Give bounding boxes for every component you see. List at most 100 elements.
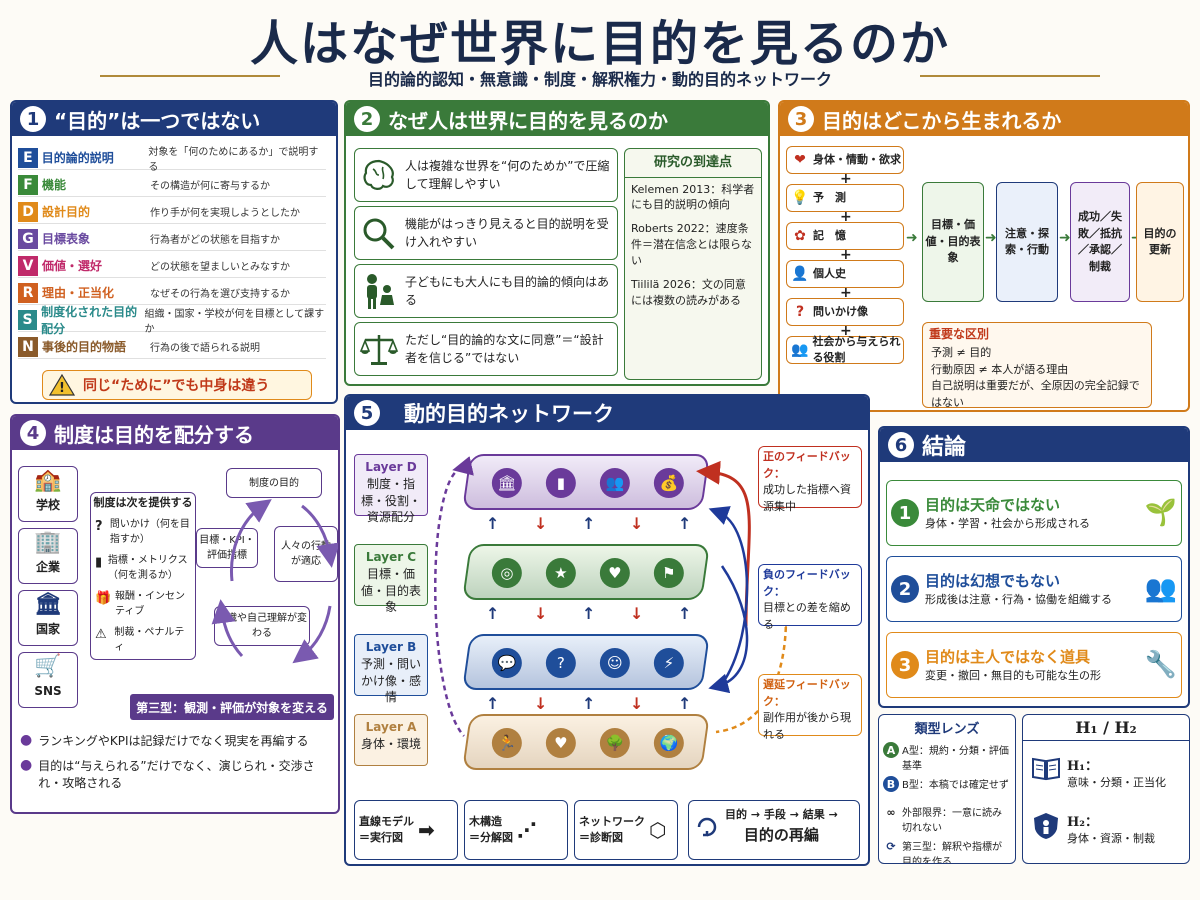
important-distinction-box: 重要な区別 予測 ≠ 目的行動原因 ≠ 本人が語る理由自己説明は重要だが、全原因… xyxy=(922,322,1152,409)
people-icon: 👥 xyxy=(1144,573,1177,604)
panel-3-header: 3 目的はどこから生まれるか xyxy=(780,102,1188,136)
origin-source: ✿記 憶 xyxy=(786,222,904,250)
panel-3-number: 3 xyxy=(788,106,814,132)
institution-bullet: ●ランキングやKPIは記録だけでなく現実を再編する xyxy=(20,732,336,749)
reason-text: ただし“目的論的な文に同意”＝“設計者を信じる”ではない xyxy=(405,333,604,365)
institution-bullet: ●目的は“与えられる”だけでなく、演じられ・交渉され・攻略される xyxy=(20,757,336,791)
type-letter: D xyxy=(18,201,38,222)
lens-mark: ⟳ xyxy=(886,839,896,853)
type-letter: S xyxy=(18,309,38,330)
purpose-type-row: V 価値・選好 どの状態を望ましいとみなすか xyxy=(18,254,326,278)
svg-text:!: ! xyxy=(59,381,65,396)
arrow-up-icon: ↑ xyxy=(582,604,596,623)
warning-box: ! 同じ“ために”でも中身は違う xyxy=(42,370,312,400)
cycle-box: 目的 → 手段 → 結果 → 目的の再編 xyxy=(688,800,860,860)
distinction-title: 重要な区別 xyxy=(929,327,990,341)
origin-flow-step: 目的の更新 xyxy=(1136,182,1184,302)
institution: 🏫学校 xyxy=(18,466,78,522)
layer-name: Layer B xyxy=(365,640,417,654)
research-finding: Roberts 2022：速度条件＝潜在信念とは限らない xyxy=(631,222,752,268)
conclusion-sub: 身体・学習・社会から形成される xyxy=(925,517,1090,530)
panel-1-title: “目的”は一つではない xyxy=(54,108,261,133)
origin-source: 👥社会から与えられる役割 xyxy=(786,334,904,365)
arrow-up-icon: ↑ xyxy=(678,604,692,623)
conclusion-number: 1 xyxy=(891,499,919,527)
plus-sign: + xyxy=(840,209,852,225)
origin-source-label: 社会から与えられる役割 xyxy=(812,334,901,365)
type-letter: E xyxy=(18,147,38,168)
arrow-icon: ➡ xyxy=(418,818,435,842)
panel-purpose-origin: 3 目的はどこから生まれるか ❤身体・情動・欲求+💡予 測+✿記 憶+👤個人史+… xyxy=(778,100,1190,412)
institution: 🛒SNS xyxy=(18,652,78,708)
panel-4-header: 4 制度は目的を配分する xyxy=(12,416,338,450)
origin-source-label: 身体・情動・欲求 xyxy=(813,152,901,166)
h-title: H₁ / H₂ xyxy=(1023,715,1189,741)
panel-6-header: 6 結論 xyxy=(880,428,1188,462)
type-label: 設計目的 xyxy=(42,205,91,219)
shield-icon xyxy=(1034,813,1058,839)
cart-icon: 🛒 xyxy=(34,654,62,679)
bar-chart-icon: ▮ xyxy=(95,554,103,570)
conclusion-number: 3 xyxy=(891,651,919,679)
reason-item: ただし“目的論的な文に同意”＝“設計者を信じる”ではない xyxy=(354,322,618,376)
company-icon: 🏢 xyxy=(34,530,62,555)
reason-text: 人は複雑な世界を“何のためか”で圧縮して理解しやすい xyxy=(405,159,610,191)
delayed-feedback-title: 遅延フィードバック： xyxy=(763,678,851,708)
school-icon: 🏫 xyxy=(34,468,62,493)
positive-feedback-box: 正のフィードバック： 成功した指標へ資源集中 xyxy=(758,446,862,513)
type-letter: F xyxy=(18,174,38,195)
origin-source-label: 記 憶 xyxy=(813,228,846,242)
delayed-feedback-text: 副作用が後から現れる xyxy=(763,711,851,741)
reason-item: 子どもにも大人にも目的論的傾向はある xyxy=(354,264,618,318)
type-label: 価値・選好 xyxy=(42,259,103,273)
cycle-node: 目標・KPI・評価指標 xyxy=(196,528,258,568)
panel-4-title: 制度は目的を配分する xyxy=(54,422,254,447)
arrow-down-icon: ↓ xyxy=(630,604,644,623)
gift-icon: 🎁 xyxy=(95,590,112,606)
cycle-arrows xyxy=(211,499,338,664)
arrow-up-icon: ↑ xyxy=(678,514,692,533)
group-icon: 👥 xyxy=(791,341,809,358)
panel-3-title: 目的はどこから生まれるか xyxy=(822,108,1062,133)
type-letter: V xyxy=(18,255,38,276)
lens-text: B型：本稿では確定せず xyxy=(902,780,1009,791)
lens-item: ∞外部限界：一意に読み切れない xyxy=(879,802,1015,836)
panel-5-number: 5 xyxy=(354,400,380,426)
arrow-down-icon: ↓ xyxy=(630,514,644,533)
type-letter: R xyxy=(18,282,38,303)
plus-sign: + xyxy=(840,323,852,339)
origin-flow-step: 目標・価値・目的表象 xyxy=(922,182,984,302)
panel-1-header: 1 “目的”は一つではない xyxy=(12,102,336,136)
research-finding: Kelemen 2013：科学者にも目的説明の傾向 xyxy=(631,182,755,212)
panel-2-number: 2 xyxy=(354,106,380,132)
conclusion-number: 2 xyxy=(891,575,919,603)
arrow-right-icon: ➜ xyxy=(1059,230,1071,246)
arrow-right-icon: ➜ xyxy=(985,230,997,246)
reason-item: 機能がはっきり見えると目的説明を受け入れやすい xyxy=(354,206,618,260)
type-description: なぜその行為を選び支持するか xyxy=(150,289,290,300)
provides-title: 制度は次を提供する xyxy=(93,496,193,509)
type-label: 機能 xyxy=(42,178,67,192)
feedback-arrows xyxy=(434,456,797,737)
provides-item: 🎁報酬・インセンティブ xyxy=(91,586,195,622)
origin-source-label: 個人史 xyxy=(813,266,846,280)
bullet-text: 目的は“与えられる”だけでなく、演じられ・交渉され・攻略される xyxy=(38,759,315,790)
type-description: どの状態を望ましいとみなすか xyxy=(150,262,290,273)
arrow-up-icon: ↑ xyxy=(582,694,596,713)
network-icon: ⬡ xyxy=(649,818,667,842)
arrow-up-icon: ↑ xyxy=(678,694,692,713)
provides-label: 制裁・ペナルティ xyxy=(114,626,185,653)
tools-icon: 🔧 xyxy=(1144,649,1177,680)
negative-feedback-text: 目標との差を縮める xyxy=(763,601,851,631)
type-label: 制度化された目的配分 xyxy=(41,304,138,336)
